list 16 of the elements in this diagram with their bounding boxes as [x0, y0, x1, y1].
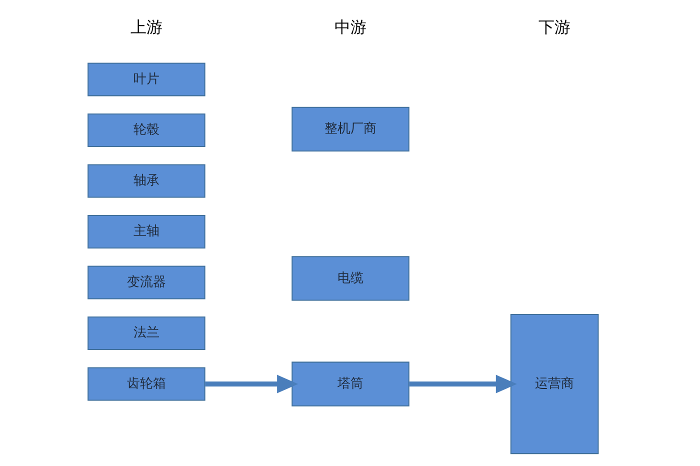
label: 中游: [334, 18, 366, 37]
node-box: 主轴: [87, 214, 205, 248]
label: 下游: [538, 18, 570, 37]
node-box: 电缆: [291, 256, 409, 301]
arrow: [408, 374, 516, 394]
node-box: 轮毂: [87, 113, 205, 147]
node-box: 轴承: [87, 164, 205, 198]
node-box: 变流器: [87, 266, 205, 300]
node-box: 叶片: [87, 62, 205, 96]
node-box: 法兰: [87, 316, 205, 350]
arrow: [204, 374, 298, 394]
label: 上游: [130, 18, 162, 37]
node-box: 塔筒: [291, 362, 409, 406]
node-box: 齿轮箱: [87, 367, 205, 401]
node-box: 整机厂商: [291, 106, 409, 152]
node-box: 运营商: [510, 314, 598, 454]
